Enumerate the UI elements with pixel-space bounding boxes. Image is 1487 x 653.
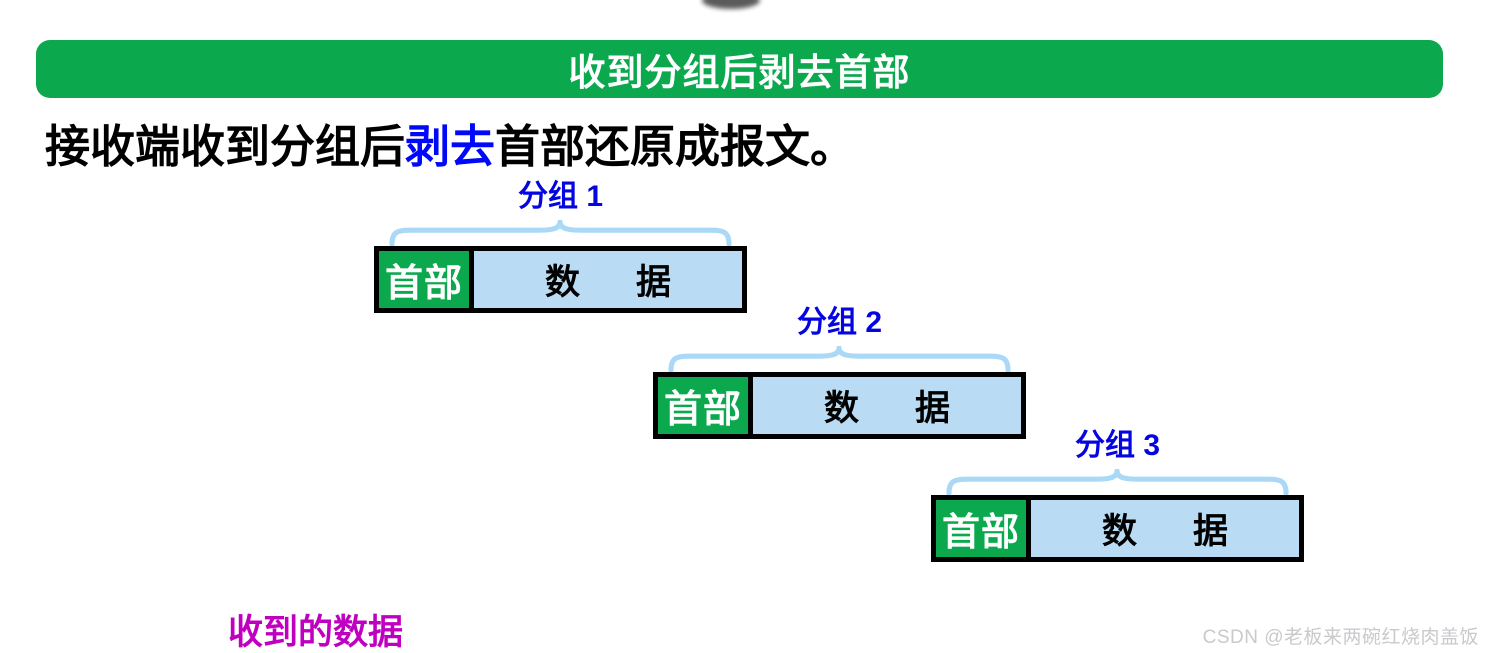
curly-brace-icon — [389, 220, 732, 246]
packet-2-header-cell: 首部 — [658, 377, 753, 434]
packet-group-1: 分组 1 首部 数 据 — [374, 180, 747, 313]
packet-group-3: 分组 3 首部 数 据 — [931, 429, 1304, 562]
watermark-text: CSDN @老板来两碗红烧肉盖饭 — [1202, 627, 1479, 648]
subtitle-suffix: 首部还原成报文。 — [495, 121, 856, 172]
title-banner-text: 收到分组后剥去首部 — [568, 52, 911, 93]
subtitle-prefix: 接收端收到分组后 — [45, 121, 406, 172]
packet-2-data-char-right: 据 — [915, 389, 951, 428]
packet-3-data-char-right: 据 — [1193, 512, 1229, 551]
packet-1-header-cell: 首部 — [379, 251, 474, 308]
packet-2-label: 分组 2 — [796, 306, 883, 339]
packet-3-data-char-left: 数 — [1101, 512, 1137, 551]
packet-1-label: 分组 1 — [517, 180, 604, 213]
packet-2-data-char-left: 数 — [823, 389, 859, 428]
curly-brace-icon — [668, 346, 1011, 372]
packet-1-box: 首部 数 据 — [374, 246, 747, 313]
received-data-label: 收到的数据 — [228, 613, 404, 652]
packet-3-box: 首部 数 据 — [931, 495, 1304, 562]
curly-brace-icon — [946, 469, 1289, 495]
subtitle-text: 接收端收到分组后剥去首部还原成报文。 — [45, 110, 855, 175]
packet-group-2: 分组 2 首部 数 据 — [653, 306, 1026, 439]
packet-3-header-cell: 首部 — [936, 500, 1031, 557]
subtitle-highlight: 剥去 — [405, 121, 496, 172]
packet-2-box: 首部 数 据 — [653, 372, 1026, 439]
packet-2-data-cell: 数 据 — [753, 377, 1021, 434]
packet-3-data-cell: 数 据 — [1031, 500, 1299, 557]
packet-3-label: 分组 3 — [1074, 429, 1161, 462]
packet-1-data-char-left: 数 — [544, 263, 580, 302]
packet-1-data-char-right: 据 — [636, 263, 672, 302]
packet-1-data-cell: 数 据 — [474, 251, 742, 308]
title-banner: 收到分组后剥去首部 — [36, 40, 1443, 98]
top-shadow-ellipse — [702, 0, 760, 9]
